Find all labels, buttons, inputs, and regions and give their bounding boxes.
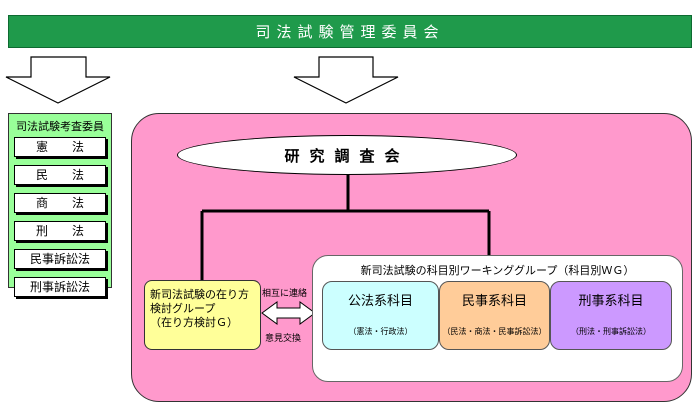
- wg-criminal-law-laws: （刑法・刑事訴訟法）: [571, 327, 651, 336]
- research-council-label: 研究調査会: [284, 146, 410, 165]
- study-group-line-3: （在り方検討Ｇ）: [150, 316, 238, 329]
- subject-criminal-procedure: 刑事訴訟法: [14, 277, 106, 297]
- wg-civil-law-name: 民事系科目: [461, 294, 527, 309]
- research-council-ellipse: 研究調査会: [177, 135, 517, 175]
- working-group-title: 新司法試験の科目別ワーキンググループ（科目別ＷＧ）: [360, 264, 635, 277]
- subject-civil-procedure: 民事訴訟法: [14, 249, 106, 269]
- exam-committee-panel: 司法試験考査委員 憲 法 民 法 商 法 刑 法 民事訴訟法 刑事訴訟法: [8, 113, 112, 297]
- wg-public-law-name: 公法系科目: [347, 294, 413, 309]
- study-group-box: 新司法試験の在り方 検討グループ （在り方検討Ｇ）: [144, 280, 261, 350]
- wg-public-law: 公法系科目 （憲法・行政法）: [322, 281, 439, 350]
- down-arrow-left: [5, 56, 111, 104]
- study-group-line-1: 新司法試験の在り方: [150, 288, 249, 301]
- wg-criminal-law: 刑事系科目 （刑法・刑事訴訟法）: [550, 281, 672, 350]
- exchange-top-label: 相互に連絡: [262, 289, 308, 299]
- exchange-bottom-label: 意見交換: [265, 334, 302, 344]
- subject-commercial-law: 商 法: [14, 193, 106, 213]
- committee-banner: 司法試験管理委員会: [8, 15, 692, 48]
- subject-constitution: 憲 法: [14, 137, 106, 157]
- wg-criminal-law-name: 刑事系科目: [578, 294, 644, 309]
- wg-public-law-laws: （憲法・行政法）: [348, 327, 413, 336]
- study-group-line-2: 検討グループ: [150, 302, 216, 315]
- exam-committee-title: 司法試験考査委員: [16, 120, 104, 133]
- subject-civil-law: 民 法: [14, 165, 106, 185]
- wg-civil-law: 民事系科目 （民法・商法・民事訴訟法）: [439, 281, 550, 350]
- wg-civil-law-laws: （民法・商法・民事訴訟法）: [442, 327, 547, 336]
- subject-criminal-law: 刑 法: [14, 221, 106, 241]
- banner-title: 司法試験管理委員会: [255, 23, 445, 41]
- down-arrow-center: [293, 56, 399, 104]
